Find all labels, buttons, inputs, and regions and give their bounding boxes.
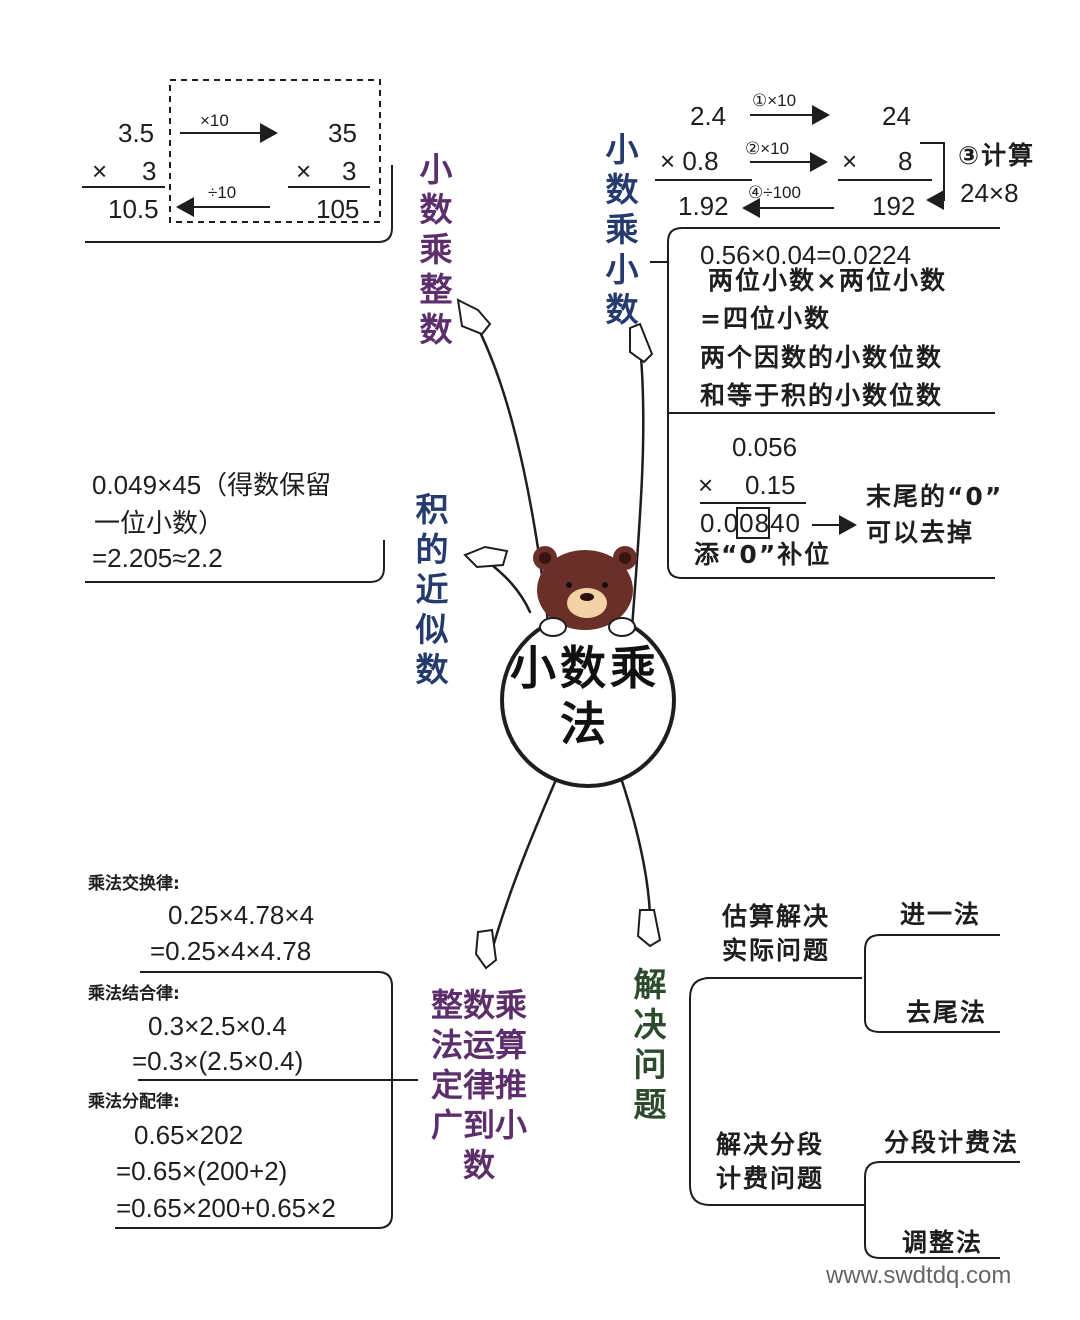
mul-b: × 0.8 [660,146,719,176]
law3-line-1: 0.65×202 [134,1120,244,1150]
vertical-b-sign: × [698,470,714,500]
tail-zero-note-1: 末尾的“0” [866,482,1004,511]
law2-line-1: 0.3×2.5×0.4 [148,1011,287,1041]
approx-line-2: 一位小数） [94,508,225,538]
mul-a: 2.4 [690,101,727,131]
mul-b2-sign: × [842,146,858,176]
sub1-label: 估算解决实际问题 [721,902,830,965]
step-4-label: ④÷100 [748,183,801,202]
bracket-laws [115,971,393,1229]
vertical-b: 0.15 [745,470,796,500]
example-equation: 0.56×0.04=0.0224 [700,240,912,270]
sub2-method-b: 调整法 [902,1228,984,1257]
watermark: www.swdtdq.com [826,1262,1012,1289]
tail-zero-note-2: 可以去掉 [866,518,975,547]
rule-line-4: 和等于积的小数位数 [700,381,944,410]
step-3-expr: 24×8 [960,178,1019,208]
sub1-method-b: 去尾法 [906,998,988,1027]
bracket-decimal-times-decimal [650,227,1000,579]
arrow-label-times-10: ×10 [200,111,229,130]
calc-b2: 3 [342,156,357,186]
branch-label-problems: 解决问题 [633,965,667,1124]
mul-b2: 8 [898,146,913,176]
rule-line-2: =四位小数 [700,304,831,333]
calc-result2: 105 [316,194,360,224]
law3-line-2: =0.65×(200+2) [116,1156,288,1186]
vertical-result-post: 840 [754,508,801,538]
branch-label-approx: 积的近似数 [415,490,449,689]
bear-illustration [533,546,637,637]
calc-a: 3.5 [118,118,155,148]
law3-line-3: =0.65×200+0.65×2 [116,1193,336,1223]
center-title: 小数乘法 [510,641,660,751]
connector-decimal-times-decimal [630,343,645,630]
calc-times2: × [296,156,312,186]
mul-a2: 24 [882,101,911,131]
arrow-label-div-10: ÷10 [208,183,237,202]
hand-pointer-icons [456,298,662,970]
approx-line-3: =2.205≈2.2 [92,543,223,573]
mul-result2: 192 [872,191,916,221]
step-2-label: ②×10 [745,139,790,158]
law2-line-2: =0.3×(2.5×0.4) [132,1046,304,1076]
bracket-decimal-times-int [85,165,393,243]
vertical-a: 0.056 [732,432,798,462]
step-3-label: ③计算 [958,141,1036,170]
calc-times: × [92,156,108,186]
branch-label-laws: 整数乘法运算定律推广到小数 [430,986,527,1184]
mul-result: 1.92 [678,191,729,221]
law2-title: 乘法结合律: [88,984,180,1004]
connector-approx [486,560,532,614]
step-1-label: ①×10 [752,91,797,110]
connector-problems [618,773,652,917]
sub1-method-a: 进一法 [900,900,982,929]
bracket-problems [689,977,865,1206]
calc-a2: 35 [328,118,357,148]
vertical-result: 0.00840 [700,510,801,536]
calc-b: 3 [142,156,157,186]
law1-line-1: 0.25×4.78×4 [168,900,315,930]
vertical-result-boxed: 00 [723,508,755,538]
branch-label-decimal-times-decimal: 小数乘小数 [605,130,639,329]
law1-line-2: =0.25×4×4.78 [150,936,312,966]
rule-line-1: 两位小数×两位小数 [708,266,947,295]
sub2-method-a: 分段计费法 [884,1128,1020,1157]
law1-title: 乘法交换律: [88,874,180,894]
connector-decimal-times-int [473,320,550,624]
law3-title: 乘法分配律: [88,1092,180,1112]
fill-zero-note: 添“0”补位 [694,540,832,569]
vertical-result-pre: 0. [700,508,724,538]
connector-laws [486,773,560,967]
calc-result: 10.5 [108,194,159,224]
dashed-box [169,79,381,223]
sub2-label: 解决分段计费问题 [715,1130,824,1193]
approx-line-1: 0.049×45（得数保留 [92,470,332,500]
rule-line-3: 两个因数的小数位数 [700,343,944,372]
bracket-approx [85,540,385,583]
branch-label-decimal-times-int: 小数乘整数 [419,150,453,349]
